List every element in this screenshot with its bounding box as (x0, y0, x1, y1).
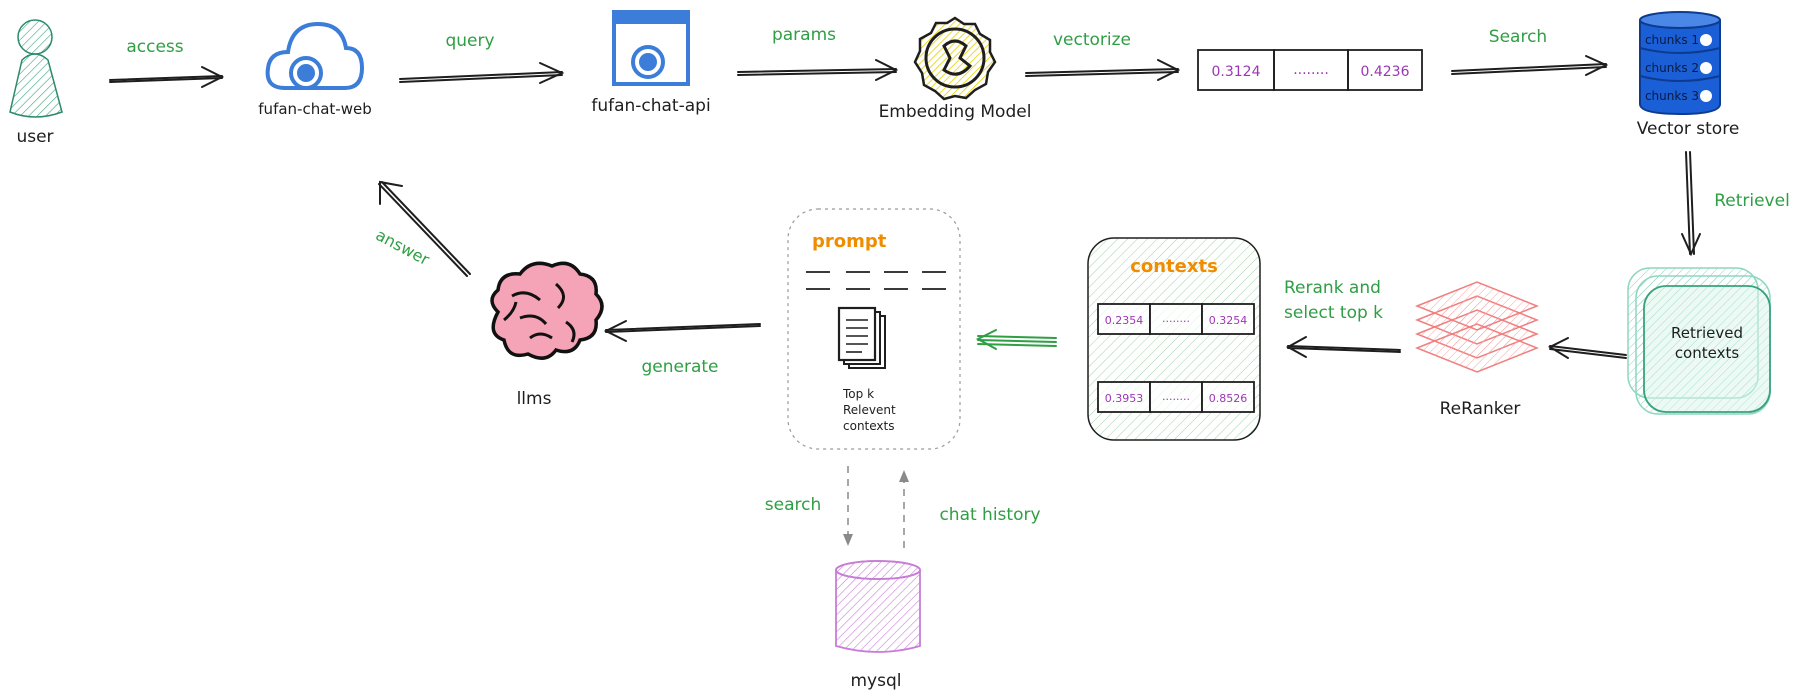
context-row-2-first: 0.3953 (1105, 392, 1144, 405)
user-node: user (9, 19, 63, 147)
web-label: fufan-chat-web (258, 100, 371, 118)
edge-label-retrievel: Retrievel (1714, 191, 1790, 211)
arrow-generate (603, 320, 761, 342)
database-icon: chunks 1 chunks 2 chunks 3 (1639, 11, 1721, 116)
arrow-access (109, 66, 225, 88)
edge-label-search-db: search (765, 495, 821, 515)
documents-icon (837, 306, 886, 369)
edge-label-rerank-line2: select top k (1284, 303, 1383, 323)
context-row-1-middle: ........ (1162, 312, 1190, 325)
api-label: fufan-chat-api (591, 96, 710, 116)
window-icon (612, 10, 690, 86)
vector-last-value: 0.4236 (1361, 64, 1410, 80)
arrow-search-db (843, 466, 853, 546)
arrow-rerank (1285, 336, 1401, 358)
brain-icon (490, 261, 604, 360)
prompt-text-lines (806, 271, 946, 290)
retrieved-contexts-node: Retrieved contexts (1627, 267, 1771, 415)
context-row-1: 0.2354 ........ 0.3254 (1097, 303, 1255, 335)
chunk-2-label: chunks 2 (1645, 61, 1699, 75)
arrow-query (399, 62, 565, 84)
vector-middle-value: ........ (1293, 62, 1329, 78)
arrow-retrievel (1681, 151, 1701, 257)
edge-labels: access query params vectorize Search Ret… (126, 25, 1789, 525)
arrow-retrieved-to-reranker (1547, 337, 1627, 359)
embedding-node: Embedding Model (879, 16, 1032, 122)
llms-node: llms (490, 261, 604, 409)
reranker-node: ReRanker (1414, 281, 1540, 419)
edge-label-vectorize: vectorize (1053, 30, 1131, 50)
arrow-search (1451, 55, 1609, 76)
retrieved-label-line1: Retrieved (1671, 324, 1743, 342)
arrow-params (737, 59, 899, 81)
edge-label-query: query (445, 31, 494, 51)
vector-first-value: 0.3124 (1212, 64, 1261, 80)
edge-label-search: Search (1489, 27, 1547, 47)
arrow-chat-history (899, 470, 909, 548)
prompt-doc-text-2: Relevent (843, 403, 896, 417)
context-row-1-first: 0.2354 (1105, 314, 1144, 327)
database-cylinder-icon (835, 560, 921, 653)
embedding-vector: 0.3124 ........ 0.4236 (1197, 49, 1423, 91)
arrow-vectorize (1025, 59, 1181, 81)
retrieved-label-line2: contexts (1675, 344, 1740, 362)
edge-label-rerank-line1: Rerank and (1284, 278, 1381, 298)
mysql-node: mysql (835, 560, 921, 691)
api-node: fufan-chat-api (591, 10, 711, 116)
arrows (109, 55, 1701, 359)
edge-label-chat-history: chat history (939, 505, 1040, 525)
openai-logo-icon (913, 16, 997, 101)
vector-store-label: Vector store (1637, 119, 1740, 139)
context-row-2-last: 0.8526 (1209, 392, 1248, 405)
arrow-answer (378, 180, 471, 277)
user-icon (9, 19, 63, 118)
llms-label: llms (517, 389, 552, 409)
web-node: fufan-chat-web (258, 21, 372, 118)
edge-label-generate: generate (641, 357, 718, 377)
arrow-contexts-to-prompt (975, 329, 1057, 350)
prompt-title: prompt (812, 231, 887, 252)
vector-store-node: chunks 1 chunks 2 chunks 3 Vector store (1637, 11, 1740, 139)
edge-label-params: params (772, 25, 836, 45)
embedding-label: Embedding Model (879, 102, 1032, 122)
context-row-2: 0.3953 ........ 0.8526 (1097, 381, 1255, 413)
mysql-label: mysql (851, 671, 902, 691)
prompt-doc-text-3: contexts (843, 419, 894, 433)
contexts-title: contexts (1130, 256, 1218, 277)
context-row-1-last: 0.3254 (1209, 314, 1248, 327)
cloud-icon (265, 21, 365, 90)
reranker-label: ReRanker (1440, 399, 1521, 419)
user-label: user (16, 127, 53, 147)
prompt-doc-text-1: Top k (842, 387, 874, 401)
context-row-2-middle: ........ (1162, 390, 1190, 403)
layers-icon (1414, 281, 1540, 373)
chunk-1-label: chunks 1 (1645, 33, 1699, 47)
contexts-node: contexts 0.2354 ........ 0.3254 0.3953 .… (1087, 237, 1261, 441)
chunk-3-label: chunks 3 (1645, 89, 1699, 103)
edge-label-access: access (126, 37, 183, 57)
prompt-node: prompt Top k Relevent contexts (787, 208, 961, 450)
